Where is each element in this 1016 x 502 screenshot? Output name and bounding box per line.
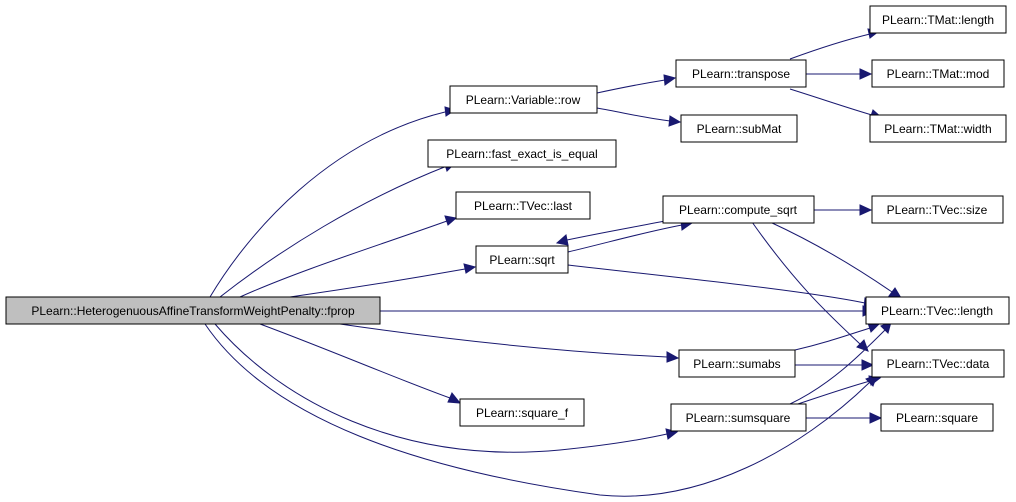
node-variable-row-label: PLearn::Variable::row <box>466 93 581 107</box>
edge-compute-sqrt-tvec-length <box>769 221 902 299</box>
node-transpose[interactable]: PLearn::transpose <box>675 59 807 88</box>
edge-fprop-last <box>239 215 458 298</box>
node-tvec-length-label: PLearn::TVec::length <box>881 304 993 318</box>
edge-compute-sqrt-tvec-data <box>751 221 869 352</box>
node-square-f-label: PLearn::square_f <box>476 406 569 420</box>
node-compute-sqrt-label: PLearn::compute_sqrt <box>679 203 798 217</box>
edge-fprop-tvec-length <box>380 305 876 317</box>
node-sumsquare[interactable]: PLearn::sumsquare <box>670 403 807 432</box>
node-tvec-last-label: PLearn::TVec::last <box>474 199 573 213</box>
node-tmat-length-label: PLearn::TMat::length <box>882 13 994 27</box>
node-sumabs-label: PLearn::sumabs <box>693 357 780 371</box>
edge-sumabs-tvec-data <box>795 359 875 371</box>
node-fast-exact-is-equal-label: PLearn::fast_exact_is_equal <box>446 147 597 161</box>
edge-fprop-sumabs <box>339 323 680 363</box>
edge-row-subMat <box>596 107 682 127</box>
node-submat[interactable]: PLearn::subMat <box>680 114 798 143</box>
edge-fprop-sumsquare <box>214 323 679 453</box>
node-tmat-width[interactable]: PLearn::TMat::width <box>869 114 1007 143</box>
edge-sumsquare-square <box>806 412 883 424</box>
node-tmat-width-label: PLearn::TMat::width <box>884 122 991 136</box>
edge-fprop-row <box>209 106 457 298</box>
node-tmat-mod[interactable]: PLearn::TMat::mod <box>871 59 1005 88</box>
node-variable-row[interactable]: PLearn::Variable::row <box>449 85 598 114</box>
node-square-label: PLearn::square <box>896 411 978 425</box>
node-fprop-label: PLearn::HeterogenuousAffineTransformWeig… <box>31 304 355 318</box>
edge-sqrt-tvec-length <box>567 264 878 309</box>
node-fprop[interactable]: PLearn::HeterogenuousAffineTransformWeig… <box>5 296 381 325</box>
node-tvec-length[interactable]: PLearn::TVec::length <box>865 296 1010 325</box>
node-square[interactable]: PLearn::square <box>880 403 994 432</box>
edge-transpose-tmat-width <box>789 88 884 120</box>
edge-transpose-tmat-length <box>789 28 881 60</box>
node-fast-exact-is-equal[interactable]: PLearn::fast_exact_is_equal <box>427 139 617 168</box>
edge-fprop-square-f <box>259 323 462 404</box>
node-tmat-length[interactable]: PLearn::TMat::length <box>869 5 1007 34</box>
edge-compute-sqrt-tvec-size <box>814 204 873 216</box>
node-sqrt-label: PLearn::sqrt <box>489 253 555 267</box>
node-submat-label: PLearn::subMat <box>697 122 782 136</box>
node-tvec-data-label: PLearn::TVec::data <box>887 357 990 371</box>
node-tvec-size-label: PLearn::TVec::size <box>887 203 988 217</box>
edge-transpose-tmat-mod <box>806 68 873 80</box>
edge-row-transpose <box>596 74 677 94</box>
node-tmat-mod-label: PLearn::TMat::mod <box>887 67 990 81</box>
node-sumsquare-label: PLearn::sumsquare <box>686 411 791 425</box>
node-transpose-label: PLearn::transpose <box>692 67 790 81</box>
edge-fprop-sqrt <box>289 263 477 298</box>
node-compute-sqrt[interactable]: PLearn::compute_sqrt <box>662 195 815 224</box>
node-sqrt[interactable]: PLearn::sqrt <box>475 245 569 274</box>
edge-compute-sqrt-sqrt <box>555 219 671 246</box>
node-square-f[interactable]: PLearn::square_f <box>459 398 585 427</box>
node-sumabs[interactable]: PLearn::sumabs <box>678 349 796 378</box>
node-tvec-size[interactable]: PLearn::TVec::size <box>871 195 1004 224</box>
node-tvec-last[interactable]: PLearn::TVec::last <box>455 191 591 220</box>
node-tvec-data[interactable]: PLearn::TVec::data <box>871 349 1005 378</box>
